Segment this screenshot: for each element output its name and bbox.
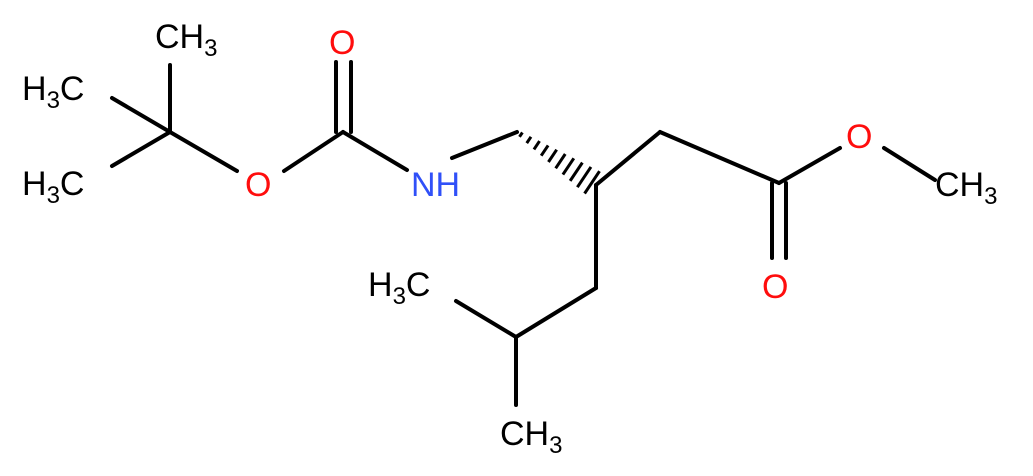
label-oxygen-boc-carbonyl: O [329,24,355,62]
hash-segment [518,131,524,138]
bond-o-methyl [882,146,937,182]
bond-carbonyl-n [341,130,409,172]
hash-segment [554,153,567,170]
hash-segment [568,161,584,182]
label-h3c-low: H3C [22,165,84,209]
label-ch3-top: CH3 [155,18,217,62]
hash-segment [525,135,533,144]
bond-ester-c-o [777,146,842,185]
hash-segment [561,157,576,176]
bond-ch2-ester-c [658,130,781,185]
bond-stereo-ch2 [594,130,662,187]
hash-segment [532,140,541,151]
label-nh: NH [411,166,460,204]
hash-segment [547,148,558,163]
hash-segment [583,170,601,195]
label-h3c-mid: H3C [22,70,84,114]
label-ch3-isobutyl-bottom: CH3 [500,415,562,459]
bond-tbu-o [168,130,239,173]
stereo-hash-bond [518,131,601,195]
label-h3c-isobutyl: H3C [368,266,430,310]
bond-ch2-ch [514,286,598,339]
hash-segment [539,144,550,157]
label-ch3-methyl-ester: CH3 [935,166,997,210]
bond-o-carbonyl-c [282,130,345,173]
label-oxygen-boc-ester: O [245,166,271,204]
label-oxygen-ester: O [846,118,872,156]
bond-n-ch2 [450,130,519,160]
hash-segment [576,166,593,189]
bond-tbu-ch3-mid [110,96,172,134]
bond-ch-ch3-left [454,299,518,339]
label-oxygen-ester-carbonyl: O [762,268,788,306]
bond-tbu-ch3-low [110,130,172,168]
